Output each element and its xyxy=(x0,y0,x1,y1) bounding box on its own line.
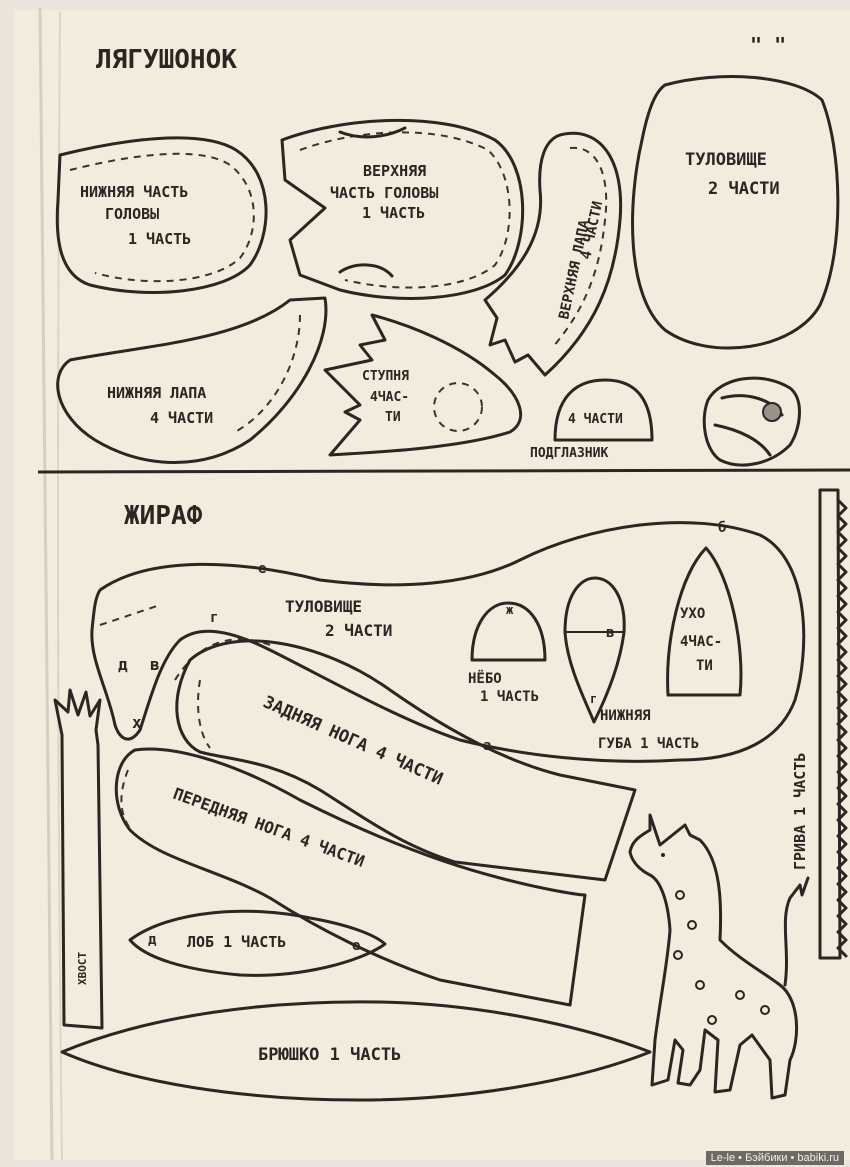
lower-lip-label-1: НИЖНЯЯ xyxy=(600,708,651,724)
mark-a: а xyxy=(483,738,491,754)
frog-upper-head-piece: ВЕРХНЯЯ ЧАСТЬ ГОЛОВЫ 1 ЧАСТЬ xyxy=(280,118,525,300)
frog-illustration xyxy=(702,376,801,467)
frog-lower-paw-piece: НИЖНЯЯ ЛАПА 4 ЧАСТИ xyxy=(56,296,328,464)
mark-zh: ж xyxy=(506,603,514,617)
forehead-label: ЛОБ 1 ЧАСТЬ xyxy=(187,933,286,951)
mark-v-lip: в xyxy=(606,625,614,641)
belly-label: БРЮШКО 1 ЧАСТЬ xyxy=(258,1045,401,1065)
lower-head-label-1: НИЖНЯЯ ЧАСТЬ xyxy=(80,183,188,201)
giraffe-title: ЖИРАФ xyxy=(124,501,203,531)
foot-label-1: СТУПНЯ xyxy=(362,369,409,384)
frog-under-eye-piece: 4 ЧАСТИ ПОДГЛАЗНИК xyxy=(530,378,654,461)
site-watermark: Le-le • Бэйбики • babiki.ru xyxy=(705,1151,844,1165)
giraffe-tail-piece: ХВОСТ xyxy=(53,688,104,1030)
paper-edge xyxy=(38,7,54,1161)
ear-label-1: УХО xyxy=(680,606,705,622)
giraffe-body-label-2: 2 ЧАСТИ xyxy=(325,621,392,640)
paper-fold xyxy=(57,11,63,1161)
foot-label-2: 4ЧАС- xyxy=(370,390,409,405)
frog-title: ЛЯГУШОНОК xyxy=(96,45,237,75)
paper-page xyxy=(14,10,850,1160)
lower-paw-label-2: 4 ЧАСТИ xyxy=(150,409,213,427)
giraffe-body-piece: ТУЛОВИЩЕ 2 ЧАСТИ xyxy=(90,521,806,763)
upper-head-label-3: 1 ЧАСТЬ xyxy=(362,204,425,222)
frog-body-label-1: ТУЛОВИЩЕ xyxy=(685,150,767,170)
mark-d-forehead: д xyxy=(148,932,157,948)
lower-head-label-2: ГОЛОВЫ xyxy=(105,205,159,223)
tail-label: ХВОСТ xyxy=(76,952,89,985)
giraffe-ear-piece: УХО 4ЧАС- ТИ xyxy=(666,546,743,697)
lower-lip-label-2: ГУБА 1 ЧАСТЬ xyxy=(598,736,699,752)
mark-e-forehead: е xyxy=(352,938,360,954)
under-eye-label-count: 4 ЧАСТИ xyxy=(568,412,623,427)
giraffe-palate-piece: НЁБО 1 ЧАСТЬ xyxy=(468,601,547,705)
giraffe-belly-piece: БРЮШКО 1 ЧАСТЬ xyxy=(60,1000,652,1102)
palate-label-2: 1 ЧАСТЬ xyxy=(480,689,539,705)
giraffe-mane-piece: ГРИВА 1 ЧАСТЬ xyxy=(791,488,848,960)
palate-label-1: НЁБО xyxy=(468,670,502,687)
section-divider xyxy=(37,468,850,474)
mane-label: ГРИВА 1 ЧАСТЬ xyxy=(791,753,809,870)
frog-foot-piece: СТУПНЯ 4ЧАС- ТИ xyxy=(323,313,523,457)
giraffe-lower-lip-piece: НИЖНЯЯ ГУБА 1 ЧАСТЬ xyxy=(563,576,699,752)
ear-label-3: ТИ xyxy=(696,658,713,674)
mark-d: д xyxy=(118,655,128,674)
upper-head-label-1: ВЕРХНЯЯ xyxy=(363,162,426,180)
upper-head-label-2: ЧАСТЬ ГОЛОВЫ xyxy=(330,184,438,202)
giraffe-forehead-piece: ЛОБ 1 ЧАСТЬ xyxy=(128,909,387,977)
ear-label-2: 4ЧАС- xyxy=(680,634,722,650)
frog-body-piece: ТУЛОВИЩЕ 2 ЧАСТИ xyxy=(631,75,840,350)
mark-g: г xyxy=(210,610,218,626)
frog-body-label-2: 2 ЧАСТИ xyxy=(708,179,780,199)
frog-lower-head-piece: НИЖНЯЯ ЧАСТЬ ГОЛОВЫ 1 ЧАСТЬ xyxy=(55,136,268,294)
lower-paw-label-1: НИЖНЯЯ ЛАПА xyxy=(107,384,206,402)
giraffe-body-label-1: ТУЛОВИЩЕ xyxy=(285,597,362,616)
mark-e-body: е xyxy=(258,561,266,577)
mark-g-lip: г xyxy=(590,692,597,706)
mark-x: х xyxy=(132,713,142,732)
lower-head-label-3: 1 ЧАСТЬ xyxy=(128,230,191,248)
mark-v: в xyxy=(150,655,160,674)
giraffe-illustration xyxy=(628,813,810,1100)
under-eye-label-name: ПОДГЛАЗНИК xyxy=(530,446,608,461)
corner-marks: " " xyxy=(750,33,786,57)
foot-label-3: ТИ xyxy=(385,410,401,425)
mark-b: б xyxy=(718,520,726,536)
